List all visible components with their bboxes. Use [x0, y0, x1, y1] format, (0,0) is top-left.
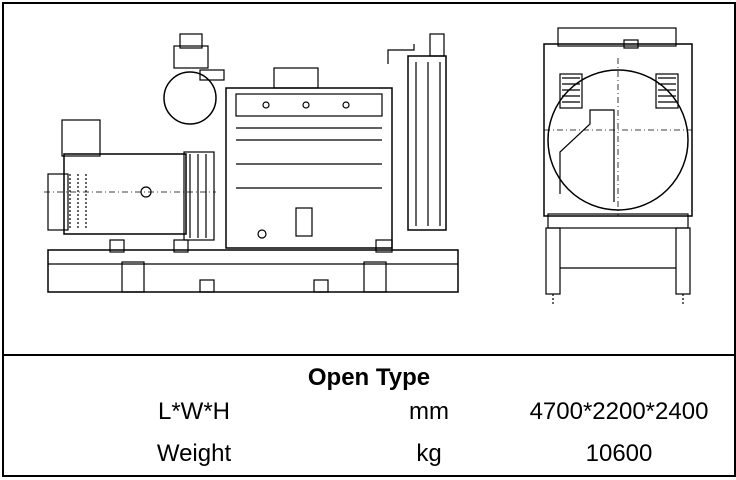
- drawing-area: [4, 4, 734, 356]
- param-label: L*W*H: [157, 398, 230, 425]
- param-label: Weight: [156, 440, 232, 467]
- spec-title: Open Type: [307, 364, 431, 391]
- radiator: [407, 55, 447, 231]
- unit-label: kg: [416, 440, 442, 467]
- air-filter: [163, 71, 217, 125]
- alternator: [63, 153, 187, 235]
- side-view: [44, 33, 459, 293]
- engine-block: [225, 87, 393, 249]
- unit-label: mm: [409, 398, 449, 425]
- base-frame: [47, 249, 459, 293]
- flywheel-housing: [183, 151, 215, 241]
- end-view: [543, 27, 693, 304]
- spec-row-dimensions: L*W*H mm 4700*2200*2400: [4, 398, 734, 438]
- value-label: 10600: [585, 440, 653, 467]
- generator-drawing: [44, 27, 693, 304]
- spec-table: Open Type L*W*H mm 4700*2200*2400 Weight…: [4, 356, 734, 475]
- value-label: 4700*2200*2400: [529, 398, 709, 425]
- spec-row-weight: Weight kg 10600: [4, 440, 734, 480]
